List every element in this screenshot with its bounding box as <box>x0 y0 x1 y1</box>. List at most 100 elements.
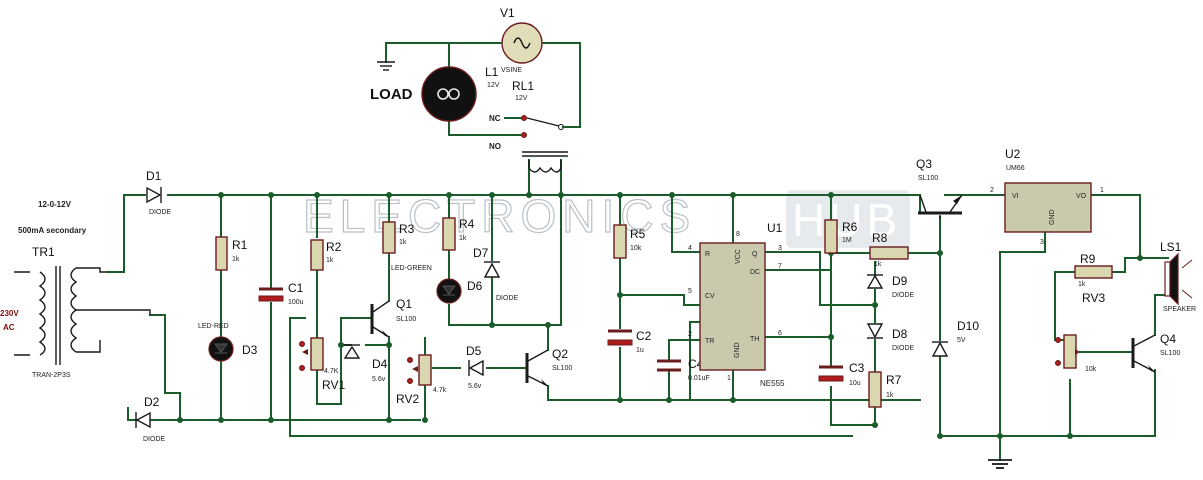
r4-value: 1k <box>459 235 467 242</box>
r1-ref: R1 <box>232 238 248 252</box>
u2-pin1: 1 <box>1100 187 1104 194</box>
rv2-value: 4.7k <box>433 387 447 394</box>
d3-ref: D3 <box>242 343 258 357</box>
d9-type: DIODE <box>892 292 915 299</box>
relay-rl1: NC NO RL1 12V <box>489 42 581 173</box>
u2-pin3: 3 <box>1040 239 1044 246</box>
u1-type: NE555 <box>760 379 785 388</box>
tr1-input-voltage: 230V <box>0 309 19 318</box>
resistor-r4: R4 1k <box>442 217 475 251</box>
u1-ref: U1 <box>767 221 783 235</box>
resistor-r6: R6 1M <box>824 219 858 254</box>
ground-symbol <box>988 459 1012 469</box>
resistor-r8: R8 1k <box>869 231 909 268</box>
watermark-suffix: HUB <box>792 194 901 246</box>
led-d3: D3 LED-RED <box>198 323 258 362</box>
u1-pin7: 7 <box>778 263 782 270</box>
wires <box>107 159 1169 461</box>
r5-ref: R5 <box>630 227 646 241</box>
rv1-value: 4.7K <box>324 368 339 375</box>
d1-ref: D1 <box>146 169 162 183</box>
u1-pin-r: R <box>705 251 710 258</box>
ls1-type: SPEAKER <box>1163 306 1196 313</box>
q3-ref: Q3 <box>916 157 932 171</box>
d7-type: DIODE <box>496 295 519 302</box>
r6-value: 1M <box>842 237 852 244</box>
capacitor-c3: C3 10u <box>818 361 865 387</box>
u1-pin1: 1 <box>727 375 731 382</box>
transistor-q1: Q1 SL100 <box>370 297 416 338</box>
u1-pin-dc: DC <box>750 269 760 276</box>
u2-pin-gnd: GND <box>1049 209 1056 225</box>
lamp-load: LOAD L1 12V <box>370 42 506 136</box>
relay-no-label: NO <box>489 142 501 151</box>
u2-type: UM66 <box>1006 165 1025 172</box>
d1-type: DIODE <box>149 209 172 216</box>
ls1-ref: LS1 <box>1160 240 1182 254</box>
r3-ref: R3 <box>399 222 415 236</box>
u1-pin4: 4 <box>688 245 692 252</box>
resistor-r2: R2 1k <box>310 239 342 271</box>
r1-value: 1k <box>232 256 240 263</box>
r8-value: 1k <box>874 261 882 268</box>
ic-u1-ne555: U1 NE555 R VCC Q DC CV TR GND TH 4 8 3 7… <box>688 221 785 388</box>
r2-ref: R2 <box>326 240 342 254</box>
u2-ref: U2 <box>1005 147 1021 161</box>
l1-ref: L1 <box>485 65 499 79</box>
resistor-r7: R7 1k <box>868 371 902 408</box>
u1-pin2: 2 <box>688 331 692 338</box>
rv1-ref: RV1 <box>322 378 345 392</box>
u2-pin2: 2 <box>990 187 994 194</box>
led-d6: D6 <box>436 278 483 304</box>
c3-ref: C3 <box>849 361 865 375</box>
r7-ref: R7 <box>886 373 902 387</box>
r7-value: 1k <box>886 392 894 399</box>
r2-value: 1k <box>326 257 334 264</box>
rv3-value: 10k <box>1085 366 1097 373</box>
l1-value: 12V <box>487 82 500 89</box>
resistor-r1: R1 1k <box>215 236 248 271</box>
potentiometer-rv3: RV3 10k <box>1055 291 1105 373</box>
d3-type: LED-RED <box>198 323 229 330</box>
tr1-ref: TR1 <box>32 245 55 259</box>
u1-pin5: 5 <box>688 288 692 295</box>
transistor-q4: Q4 SL100 <box>1131 332 1180 373</box>
potentiometer-rv2: 4.7k RV2 <box>396 354 447 406</box>
tr1-input-type: AC <box>3 323 15 332</box>
tr1-type: TRAN-2P3S <box>32 372 71 379</box>
v1-type: VSINE <box>501 67 522 74</box>
transistor-q2: Q2 SL100 <box>525 347 572 387</box>
c1-ref: C1 <box>288 281 304 295</box>
q2-ref: Q2 <box>552 347 568 361</box>
resistor-r5: R5 10k <box>613 224 646 259</box>
capacitor-c1: C1 100u <box>258 281 304 306</box>
u2-pin-vi: VI <box>1012 193 1019 200</box>
diode-d1: D1 DIODE <box>146 169 172 216</box>
u1-pin-tr: TR <box>705 338 714 345</box>
u1-pin6: 6 <box>778 330 782 337</box>
relay-nc-label: NC <box>489 114 501 123</box>
u2-pin-vo: VO <box>1076 193 1087 200</box>
d2-type: DIODE <box>143 436 166 443</box>
d8-type: DIODE <box>892 345 915 352</box>
potentiometer-rv1: 4.7K RV1 <box>299 337 345 392</box>
speaker-ls1: LS1 SPEAKER <box>1160 240 1196 313</box>
q1-ref: Q1 <box>396 297 412 311</box>
q4-ref: Q4 <box>1160 332 1176 346</box>
u1-pin-gnd: GND <box>734 342 741 358</box>
r8-ref: R8 <box>872 231 888 245</box>
diode-d8: D8 DIODE <box>866 323 915 352</box>
c2-value: 1u <box>636 347 644 354</box>
rv2-ref: RV2 <box>396 392 419 406</box>
d4-ref: D4 <box>372 357 388 371</box>
u1-pin-th: TH <box>750 336 759 343</box>
r3-value: 1k <box>399 239 407 246</box>
u1-pin8: 8 <box>736 231 740 238</box>
r4-ref: R4 <box>459 217 475 231</box>
q1-type: SL100 <box>396 316 416 323</box>
c4-value: 0.01uF <box>688 375 710 382</box>
source-v1: V1 VSINE <box>500 6 543 74</box>
d6-ref: D6 <box>467 279 483 293</box>
junctions <box>177 192 1143 439</box>
q2-type: SL100 <box>552 365 572 372</box>
